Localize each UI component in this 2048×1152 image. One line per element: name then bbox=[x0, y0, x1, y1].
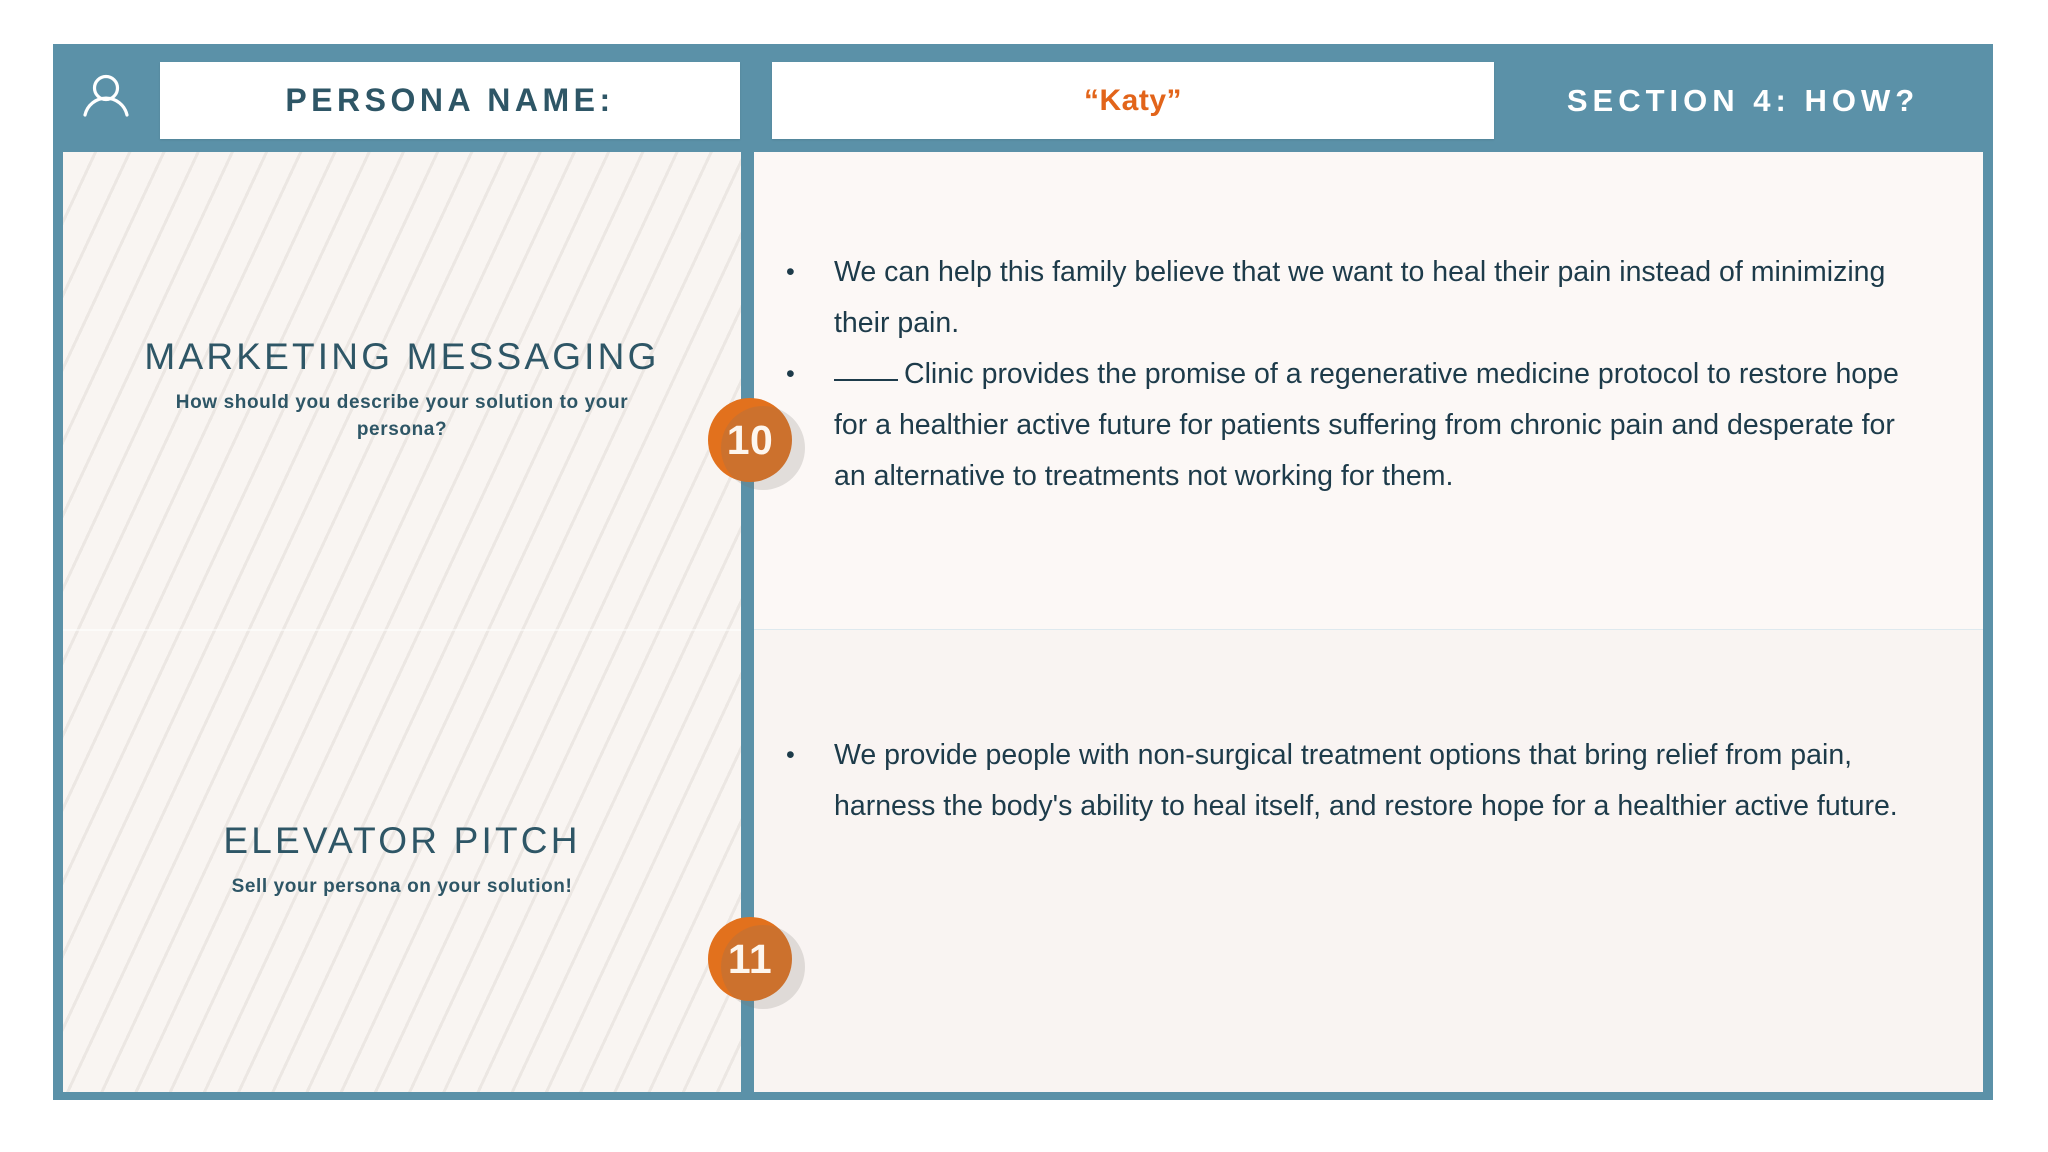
answer-bullet: We provide people with non-surgical trea… bbox=[754, 730, 1934, 832]
answer-bullet: We can help this family believe that we … bbox=[754, 247, 1934, 349]
persona-name-label: PERSONA NAME: bbox=[285, 82, 615, 118]
prompt-row-divider bbox=[63, 629, 741, 631]
answer-column: We can help this family believe that we … bbox=[754, 152, 1983, 1092]
person-icon bbox=[76, 68, 136, 128]
answer-cell-marketing-messaging[interactable]: We can help this family believe that we … bbox=[754, 152, 1983, 629]
worksheet-frame: PERSONA NAME: “Katy” SECTION 4: HOW? MAR… bbox=[53, 44, 1993, 1100]
answer-bullet-list: We provide people with non-surgical trea… bbox=[754, 730, 1934, 832]
persona-name-value-box[interactable]: “Katy” bbox=[772, 62, 1494, 139]
prompt-title: ELEVATOR PITCH bbox=[223, 819, 581, 861]
prompt-subtitle: How should you describe your solution to… bbox=[175, 392, 629, 441]
blank-fill-in bbox=[834, 379, 898, 381]
column-divider bbox=[741, 146, 754, 1092]
step-badge-11: 11 bbox=[708, 917, 805, 1009]
answer-bullet-text: We can help this family believe that we … bbox=[834, 256, 1886, 339]
persona-name-label-box: PERSONA NAME: bbox=[160, 62, 740, 139]
answer-bullet-text: We provide people with non-surgical trea… bbox=[834, 739, 1898, 822]
prompt-title: MARKETING MESSAGING bbox=[144, 335, 660, 377]
answer-bullet: Clinic provides the promise of a regener… bbox=[754, 349, 1934, 502]
prompt-column: MARKETING MESSAGING How should you descr… bbox=[63, 152, 741, 1092]
prompt-cell-elevator-pitch: ELEVATOR PITCH Sell your persona on your… bbox=[63, 630, 741, 1092]
prompt-cell-marketing-messaging: MARKETING MESSAGING How should you descr… bbox=[63, 152, 741, 629]
worksheet-header: PERSONA NAME: “Katy” SECTION 4: HOW? bbox=[53, 44, 1993, 152]
answer-bullet-list: We can help this family believe that we … bbox=[754, 247, 1934, 502]
worksheet-body: MARKETING MESSAGING How should you descr… bbox=[53, 146, 1993, 1100]
answer-cell-elevator-pitch[interactable]: We provide people with non-surgical trea… bbox=[754, 630, 1983, 1092]
step-badge-10: 10 bbox=[708, 398, 805, 490]
prompt-subtitle: Sell your persona on your solution! bbox=[231, 876, 573, 898]
section-title: SECTION 4: HOW? bbox=[1566, 82, 1920, 118]
persona-name-value: “Katy” bbox=[1083, 83, 1183, 117]
answer-bullet-text: Clinic provides the promise of a regener… bbox=[834, 358, 1899, 492]
